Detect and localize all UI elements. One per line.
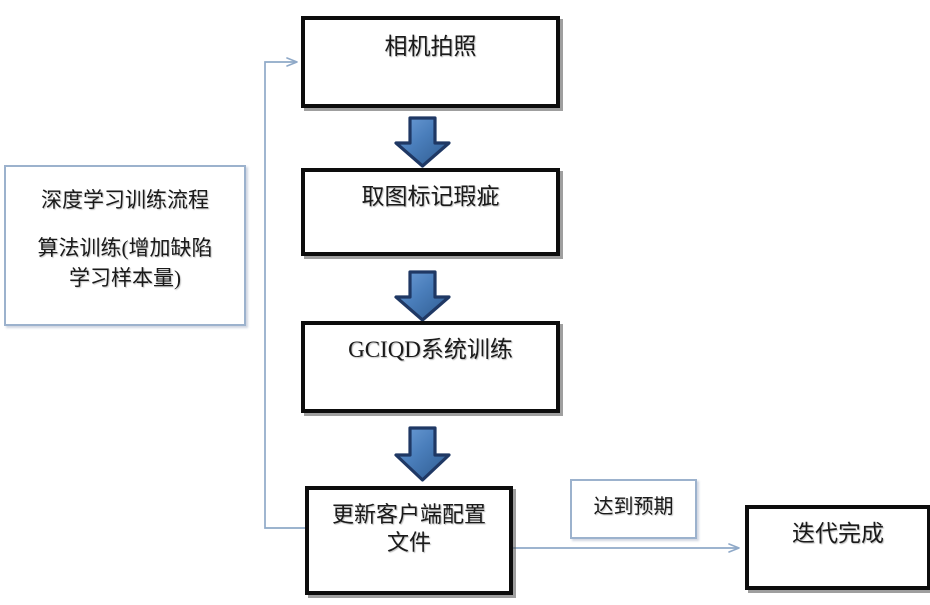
block-arrow-camera-to-mark <box>394 116 451 168</box>
node-update[interactable]: 更新客户端配置 文件 <box>305 486 513 595</box>
block-arrow-train-to-update <box>394 426 451 482</box>
node-mark[interactable]: 取图标记瑕疵 <box>301 168 560 256</box>
node-mark-label: 取图标记瑕疵 <box>361 184 500 209</box>
side-note-line1: 深度学习训练流程 <box>41 188 209 212</box>
edge-label-expected-text: 达到预期 <box>593 496 674 518</box>
node-update-label: 更新客户端配置 文件 <box>331 502 486 556</box>
block-arrow-mark-to-train <box>394 270 451 322</box>
node-done[interactable]: 迭代完成 <box>745 505 930 590</box>
node-camera[interactable]: 相机拍照 <box>301 16 560 108</box>
node-done-label: 迭代完成 <box>792 521 884 546</box>
node-camera-label: 相机拍照 <box>384 34 477 59</box>
edge-update-to-camera <box>264 57 305 529</box>
node-side-note[interactable]: 深度学习训练流程 算法训练(增加缺陷 学习样本量) <box>4 165 246 326</box>
node-train-label: GCIQD系统训练 <box>348 337 513 362</box>
edge-label-expected[interactable]: 达到预期 <box>570 479 697 539</box>
node-train[interactable]: GCIQD系统训练 <box>301 321 560 413</box>
side-note-line2: 算法训练(增加缺陷 学习样本量) <box>37 236 213 291</box>
